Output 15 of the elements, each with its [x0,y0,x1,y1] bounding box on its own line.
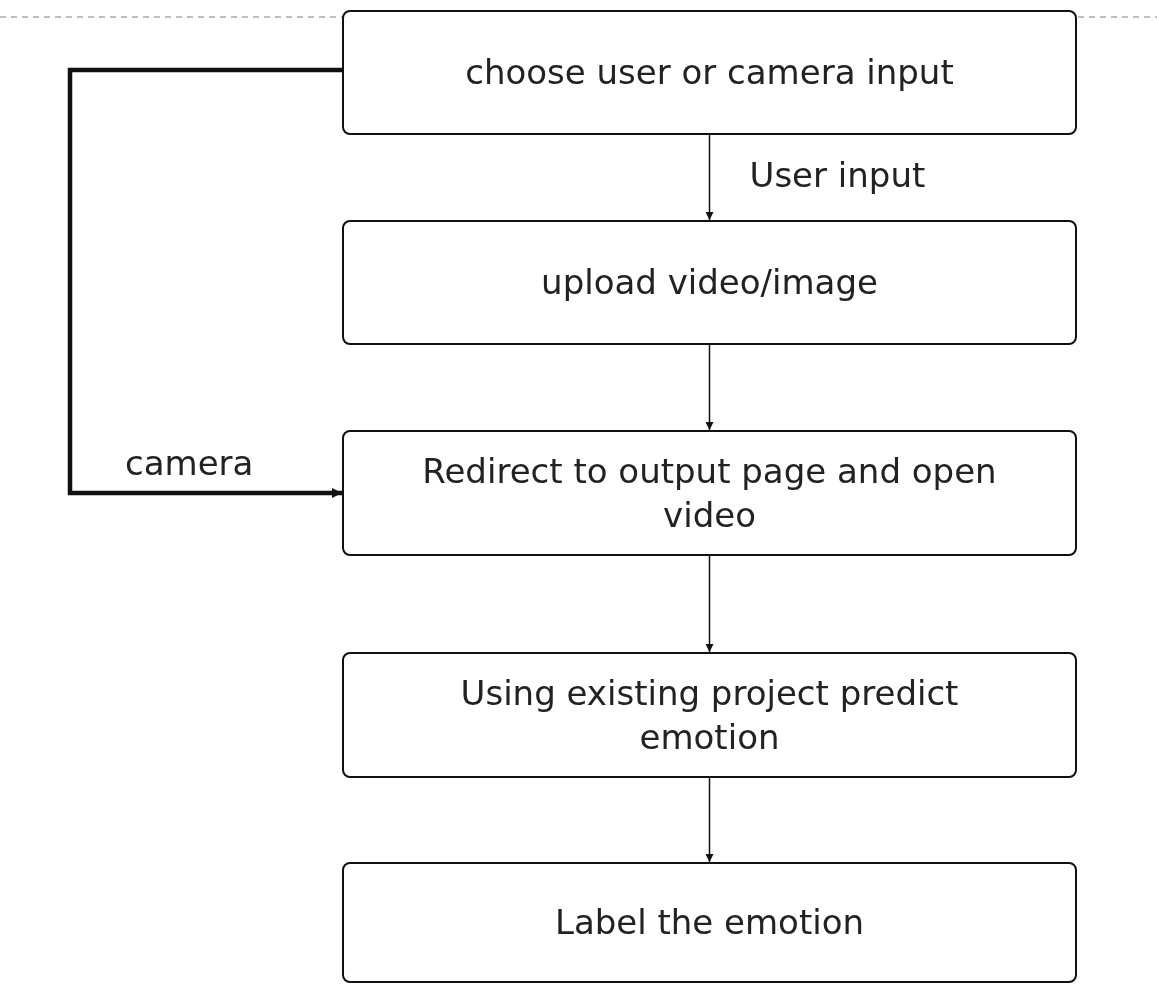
step-text: choose user or camera input [465,51,954,95]
process-box [342,430,1077,556]
step-text: upload video/image [541,261,878,305]
process-box [342,220,1077,345]
arrow [705,555,714,653]
step-text: Using existing project predict emotion [459,671,960,759]
arrow [67,67,342,498]
arrow [705,777,714,863]
step-text: Label the emotion [554,901,865,945]
process-box [342,652,1077,778]
process-box [342,10,1077,135]
step-text: Redirect to output page and open video [421,449,998,537]
arrow [705,344,714,431]
arrow [705,134,714,221]
process-box [342,862,1077,983]
